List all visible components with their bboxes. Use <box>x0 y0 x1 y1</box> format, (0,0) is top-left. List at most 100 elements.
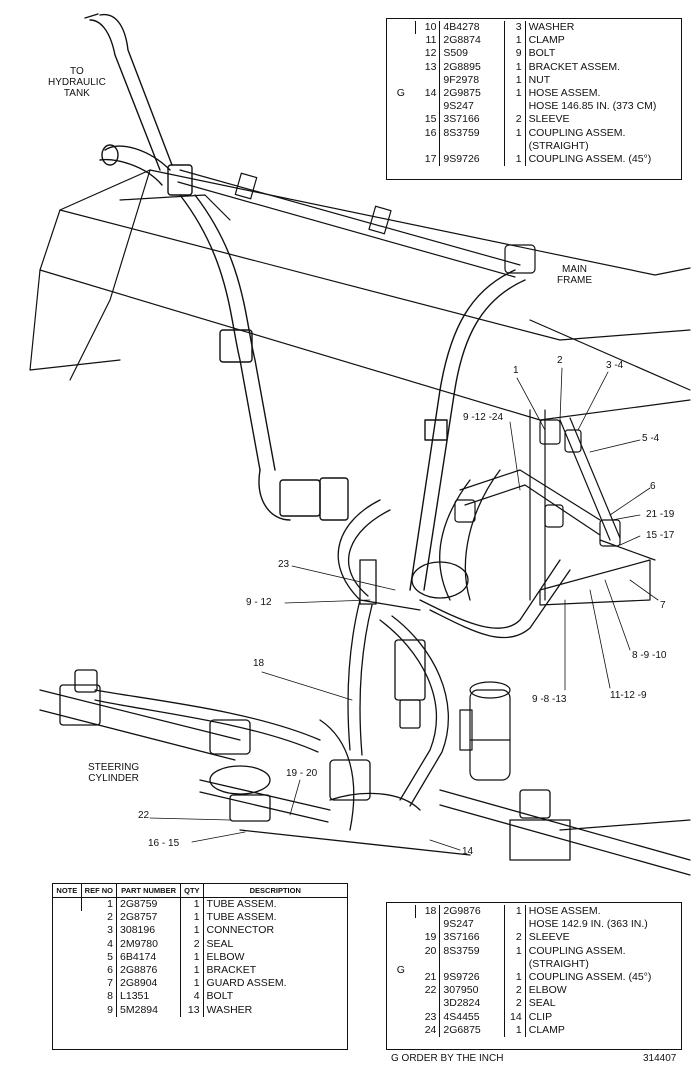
qty-cell: 2 <box>503 997 526 1011</box>
ref-cell: 24 <box>424 1023 437 1036</box>
part-number-cell: 2G6875 <box>439 1023 505 1038</box>
ref-cell <box>415 997 440 1010</box>
steering-cylinder-drawing <box>39 669 691 876</box>
ref-cell: 18 <box>414 905 440 919</box>
callout-7: 7 <box>660 600 666 611</box>
ref-cell: 16 <box>424 126 437 139</box>
part-number-cell: 2G8904 <box>116 977 181 991</box>
qty-cell: 1 <box>503 34 526 48</box>
description-cell: ELBOW <box>202 950 347 965</box>
qty-cell <box>503 139 526 154</box>
qty-cell: 2 <box>503 113 526 127</box>
description-cell: CLAMP <box>524 1023 681 1038</box>
ref-cell <box>415 74 440 87</box>
callout-9-8-13: 9 -8 -13 <box>532 694 567 705</box>
part-number-cell: 9S9726 <box>439 971 505 985</box>
upper-tube-assembly <box>177 169 536 278</box>
qty-cell <box>503 918 526 932</box>
part-number-cell: 2M9780 <box>116 937 181 951</box>
description-cell: CLIP <box>524 1010 681 1024</box>
ref-cell: 14 <box>424 87 437 100</box>
filter-canister <box>459 681 511 781</box>
ref-cell: 1 <box>80 897 117 912</box>
ref-cell: 12 <box>424 47 437 60</box>
ref-cell: 3 <box>107 924 114 937</box>
qty-cell: 1 <box>180 964 204 978</box>
callout-18: 18 <box>253 658 265 669</box>
callout-15-17: 15 -17 <box>646 530 675 541</box>
qty-cell: 1 <box>180 897 204 912</box>
ref-cell: 4 <box>107 937 114 950</box>
to-hydraulic-tank-label: TO HYDRAULIC TANK <box>48 66 106 99</box>
description-cell: BOLT <box>202 990 347 1004</box>
description-cell: WASHER <box>524 21 681 35</box>
qty-cell: 1 <box>180 950 204 965</box>
description-cell: CONNECTOR <box>202 924 347 938</box>
description-cell: HOSE ASSEM. <box>524 905 681 919</box>
ref-cell: 21 <box>424 971 437 984</box>
ref-cell: 19 <box>424 931 437 944</box>
header-desc: DESCRIPTION <box>202 884 347 898</box>
description-cell: SLEEVE <box>524 113 681 127</box>
callout-8-9-10: 8 -9 -10 <box>632 650 667 661</box>
qty-cell: 2 <box>180 937 204 951</box>
table-row: (STRAIGHT) <box>387 957 681 972</box>
qty-cell: 1 <box>180 911 204 925</box>
ref-cell: 2 <box>107 911 114 924</box>
header-ref: REF NO <box>80 884 117 898</box>
description-cell: (STRAIGHT) <box>524 139 681 154</box>
qty-cell: 1 <box>503 60 526 74</box>
ref-cell: 17 <box>424 153 437 166</box>
qty-cell: 1 <box>503 87 526 101</box>
label-line: CYLINDER <box>88 773 139 784</box>
description-cell: ELBOW <box>524 984 681 998</box>
part-number-cell: 8S3759 <box>439 126 505 140</box>
callout-9-12-24: 9 -12 -24 <box>463 412 504 423</box>
part-number-cell: 6B4174 <box>116 950 181 965</box>
qty-cell: 13 <box>180 1003 204 1017</box>
callout-5-4: 5 -4 <box>642 433 660 444</box>
callout-1: 1 <box>513 365 519 376</box>
description-cell: NUT <box>524 73 681 88</box>
callout-21-19: 21 -19 <box>646 509 675 520</box>
callout-2: 2 <box>557 355 563 366</box>
description-cell: BRACKET <box>202 964 347 978</box>
qty-cell: 1 <box>180 924 204 938</box>
description-cell: SLEEVE <box>524 931 681 945</box>
note-cell <box>53 898 81 1017</box>
part-number-cell: 9S247 <box>439 918 505 932</box>
label-line: TANK <box>63 88 90 99</box>
part-number-cell: 2G8757 <box>116 911 181 925</box>
part-number-cell: S509 <box>439 47 505 61</box>
ref-cell: 22 <box>424 984 437 997</box>
ref-cell: 8 <box>107 990 114 1003</box>
left-parts-table-grid: NOTE REF NO PART NUMBER QTY DESCRIPTION … <box>53 884 347 1017</box>
callout-14: 14 <box>462 846 474 857</box>
ref-cell <box>415 918 440 931</box>
qty-cell: 1 <box>180 977 204 991</box>
steering-cylinder-label: STEERING CYLINDER <box>88 762 139 784</box>
qty-cell: 1 <box>503 153 526 167</box>
description-cell: GUARD ASSEM. <box>202 977 347 991</box>
ref-cell <box>415 140 440 153</box>
label-line: FRAME <box>557 275 592 286</box>
description-cell: TUBE ASSEM. <box>202 897 347 912</box>
ref-cell: 15 <box>424 113 437 126</box>
